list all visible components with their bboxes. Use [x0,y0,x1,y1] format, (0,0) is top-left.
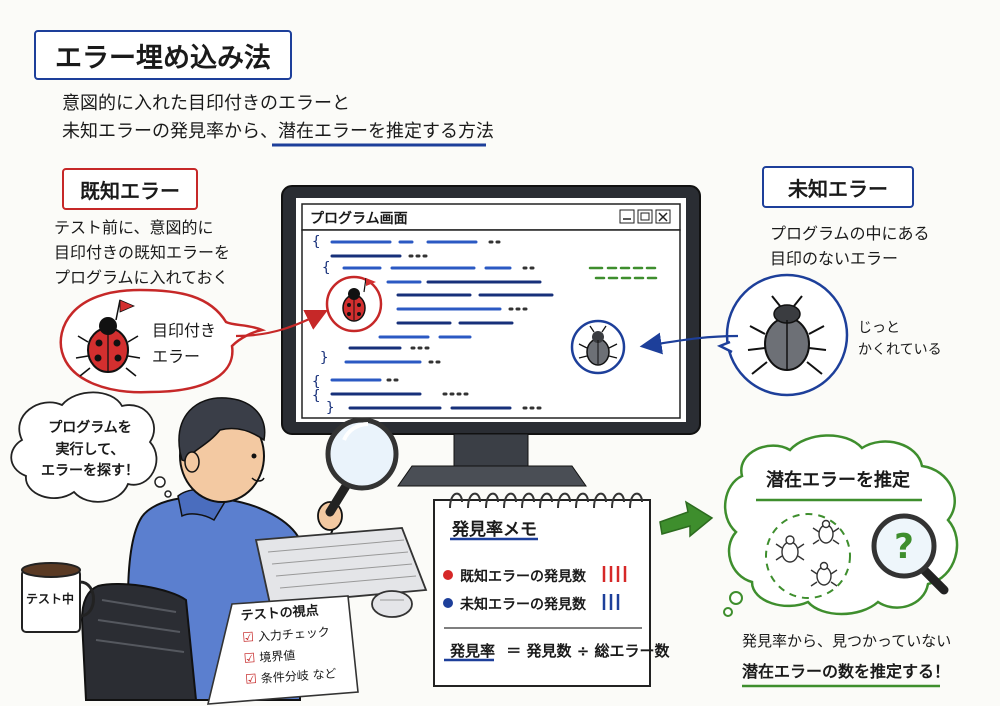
svg-text:{: { [312,374,320,390]
unknown-error-note: じっと かくれている [858,320,942,358]
svg-text:}: } [320,350,328,366]
test-viewpoints-list: ☑入力チェック☑境界値☑条件分岐 など [242,620,366,691]
memo-pad [433,492,651,687]
test-viewpoint-label: 境界値 [258,648,296,665]
thought-bubble [10,391,172,503]
mouse [371,590,413,618]
intro-line-2: 未知エラーの発見率から、潜在エラーを推定する方法 [62,120,494,143]
close-icon[interactable] [655,209,671,224]
known-error-bubble [59,288,267,394]
unknown-error-arrow [639,332,739,355]
estimate-label: 潜在エラーを推定 [766,470,910,491]
svg-text:{: { [312,388,320,404]
mug-label: テスト中 [26,592,75,606]
next-arrow-icon [659,500,714,538]
checkbox-checked-icon: ☑ [244,672,258,688]
svg-text:{: { [322,260,330,276]
ladybug-in-code [325,275,383,333]
page-title: エラー埋め込み法 [34,30,292,80]
question-magnifier-icon: ? [871,513,949,595]
svg-text:?: ? [894,527,914,567]
memo-formula: 発見率 ＝ 発見数 ÷ 総エラー数 [450,640,670,661]
checkbox-checked-icon: ☑ [243,651,256,667]
test-viewpoint-label: 入力チェック [257,624,331,644]
program-window-title: プログラム画面 [310,211,408,227]
test-viewpoint-suffix: など [308,666,337,683]
thought-bubble-text: プログラムを 実行して、 エラーを探す！ [41,420,139,480]
svg-text:}: } [326,400,334,416]
magnifier-icon [325,417,399,517]
test-viewpoint-label: 条件分岐 [260,668,310,686]
test-viewpoints: テストの視点 ☑入力チェック☑境界値☑条件分岐 など [240,597,366,691]
svg-text:{: { [312,234,320,250]
code-lines: { { } { { } [312,234,662,416]
keyboard [254,527,428,605]
minimize-icon[interactable] [619,209,635,224]
estimate-text-2: 潜在エラーの数を推定する！ [742,662,951,681]
intro-line-1: 意図的に入れた目印付きのエラーと [62,93,350,114]
formula-rhs: ＝ 発見数 ÷ 総エラー数 [506,642,670,660]
tally-known [602,566,627,582]
tally-unknown [602,594,620,610]
known-error-description: テスト前に、意図的に 目印付きの既知エラーを プログラムに入れておく [54,218,231,287]
intro-line-2-prefix: 未知エラーの発見率から、 [62,121,278,142]
hidden-bug-in-code [570,319,626,375]
chair [80,583,198,701]
unknown-error-label: 未知エラー [762,166,914,208]
known-error-label: 既知エラー [62,168,198,210]
unknown-error-description: プログラムの中にある 目印のないエラー [770,224,930,268]
unknown-error-bubble [716,273,849,397]
window-controls [619,209,671,224]
maximize-icon[interactable] [637,209,653,224]
memo-row-unknown-label: 未知エラーの発見数 [460,597,586,613]
test-viewpoints-card [206,595,359,705]
memo-row-known-label: 既知エラーの発見数 [460,569,586,585]
checkbox-checked-icon: ☑ [241,630,255,646]
estimate-text-1: 発見率から、見つかっていない [742,632,952,650]
formula-label: 発見率 [450,642,496,660]
known-error-bubble-text: 目印付き エラー [152,321,217,366]
mug [21,562,95,633]
memo-title: 発見率メモ [452,520,537,540]
known-error-arrow [235,310,328,338]
intro-highlight: 潜在エラーを推定する方法 [278,121,494,142]
latent-bug-icons [775,519,840,587]
